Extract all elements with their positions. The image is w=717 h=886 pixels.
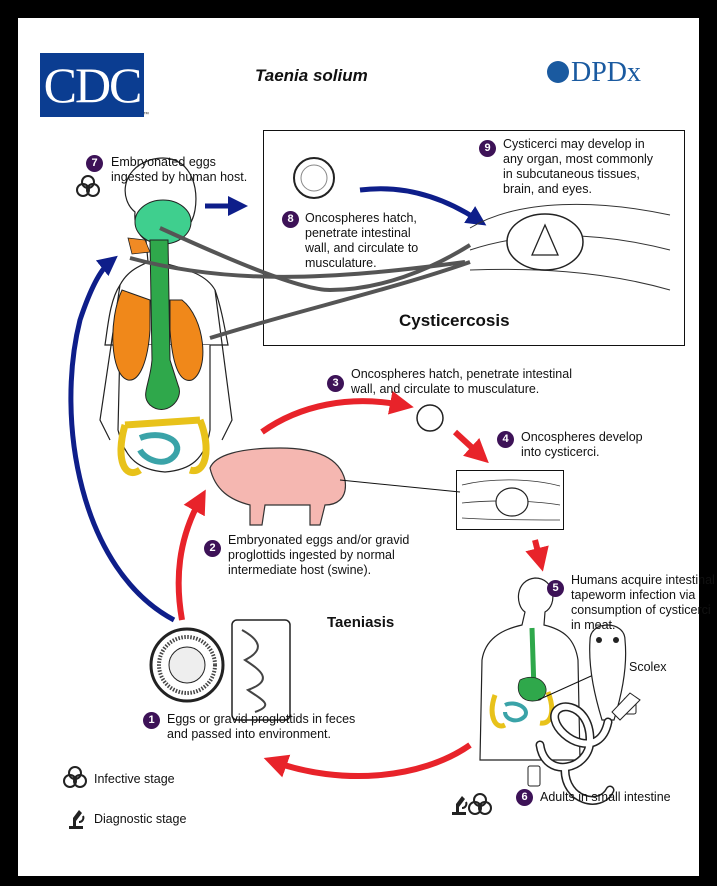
taeniasis-label: Taeniasis bbox=[327, 614, 394, 631]
step-2-text: Embryonated eggs and/or gravidproglottid… bbox=[228, 533, 409, 578]
step-7-text: Embryonated eggsingested by human host. bbox=[111, 155, 247, 185]
legend-infective: Infective stage bbox=[94, 772, 175, 787]
step-6-text: Adults in small intestine bbox=[540, 790, 671, 805]
cysticercus-tissue bbox=[462, 480, 560, 520]
legend-diagnostic: Diagnostic stage bbox=[94, 812, 186, 827]
step-2-badge: 2 bbox=[204, 540, 221, 557]
scolex-label: Scolex bbox=[629, 660, 667, 675]
step-1-text: Eggs or gravid proglottids in fecesand p… bbox=[167, 712, 355, 742]
step-1-badge: 1 bbox=[143, 712, 160, 729]
biohazard-icon-adult bbox=[469, 794, 491, 814]
cysticercus-illustration bbox=[470, 204, 670, 290]
biohazard-icon bbox=[77, 176, 99, 196]
step-3-badge: 3 bbox=[327, 375, 344, 392]
egg-illustration bbox=[151, 629, 223, 701]
step-7-badge: 7 bbox=[86, 155, 103, 172]
step-4-badge: 4 bbox=[497, 431, 514, 448]
biohazard-icon-legend bbox=[64, 767, 86, 787]
step-6-badge: 6 bbox=[516, 789, 533, 806]
step-9-text: Cysticerci may develop inany organ, most… bbox=[503, 137, 653, 197]
pig-illustration bbox=[210, 448, 460, 525]
oncosphere-icon bbox=[294, 158, 334, 198]
microscope-icon-adult bbox=[452, 796, 466, 815]
step-4-text: Oncospheres developinto cysticerci. bbox=[521, 430, 643, 460]
cysticercosis-label: Cysticercosis bbox=[399, 311, 510, 331]
proglottid-illustration bbox=[232, 620, 290, 720]
oncosphere-icon-mid bbox=[417, 405, 443, 431]
step-3-text: Oncospheres hatch, penetrate intestinalw… bbox=[351, 367, 572, 397]
step-8-text: Oncospheres hatch,penetrate intestinalwa… bbox=[305, 211, 418, 271]
step-5-text: Humans acquire intestinaltapeworm infect… bbox=[571, 573, 715, 633]
step-9-badge: 9 bbox=[479, 140, 496, 157]
microscope-icon-legend bbox=[69, 810, 83, 829]
step-8-badge: 8 bbox=[282, 211, 299, 228]
step-5-badge: 5 bbox=[547, 580, 564, 597]
